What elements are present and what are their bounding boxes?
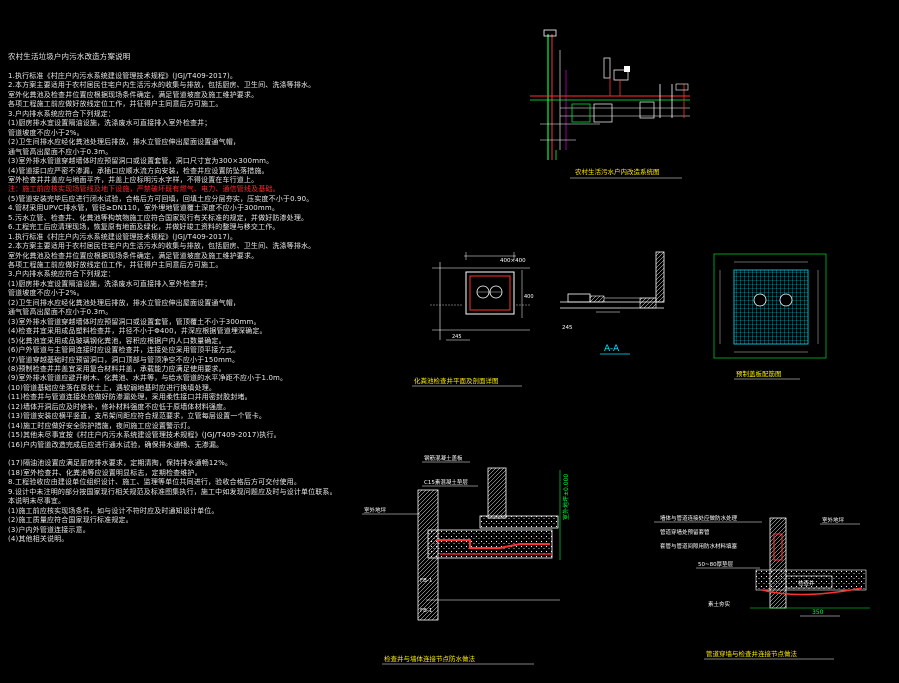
pipe-label-bottom: 素土夯实: [708, 600, 731, 608]
notes-title: 农村生活垃圾户内污水改造方案说明: [8, 52, 131, 61]
isometric-system-diagram: 农村生活污水户内改造系统图: [530, 29, 690, 179]
note-line: (5)管道安装完毕后应进行闭水试验，合格后方可回填，回填土应分层夯实，压实度不小…: [8, 194, 314, 203]
note-line: (9)室外排水管道应避开树木、化粪池、水井等，与给水管道的水平净距不应小于1.0…: [8, 374, 288, 383]
section-a-a-dim: 245: [562, 325, 573, 331]
note-line: 通气管高出屋面不应小于0.3m。: [8, 147, 113, 156]
note-line: 5.污水立管、检查井、化粪池等构筑物施工应符合国家现行有关标准的规定，并做好防渗…: [8, 213, 309, 222]
note-line: (2)施工质量应符合国家现行标准规定。: [8, 516, 133, 525]
note-line: 6.工程完工后应清理现场，恢复原有地面及绿化，并做好竣工资料的整理与移交工作。: [8, 223, 280, 232]
manhole-caption: 化粪池检查井平面及剖面详图: [414, 376, 499, 385]
wall-leader-2: C15素混凝土垫层: [424, 478, 468, 486]
note-line: (1)厨房排水宜设置隔油设施，洗涤废水可直接排入室外检查井；: [8, 279, 212, 288]
note-line: 3.户内排水系统应符合下列规定：: [8, 270, 116, 279]
wall-waterproof-detail: 室外地坪±0.000 钢筋混凝土盖板 C15素混凝土垫层 室外地坪 FB-1 F…: [362, 454, 570, 665]
grate-mesh-plan: 预制盖板配筋图: [713, 253, 827, 380]
pipe-caption: 管道穿墙与检查井连接节点做法: [706, 649, 798, 658]
note-line: (10)管道基础应坐落在原状土上，遇软弱地基时应进行换填处理。: [8, 383, 217, 392]
note-line: 4.管材采用UPVC排水管，管径≥DN110，室外埋地管道覆土深度不应小于300…: [8, 204, 279, 213]
section-a-a-title: A-A: [604, 344, 620, 354]
wall-leader-4: FB-1: [420, 578, 432, 584]
wall-vertical-label: 室外地坪±0.000: [562, 474, 570, 520]
note-line: 室外检查井井盖应与地面平齐，井盖上应标明污水字样，不得设置在车行道上。: [8, 175, 259, 184]
note-line: 3.户内排水系统应符合下列规定：: [8, 109, 116, 118]
note-line: (12)墙体开洞后应及时修补，修补材料强度不应低于原墙体材料强度。: [8, 402, 231, 411]
note-line: (4)检查井宜采用成品塑料检查井，井径不小于Φ400，井深应根据管道埋深确定。: [8, 327, 267, 336]
note-line: 1.执行标准《村庄户内污水系统建设管理技术规程》(JGJ/T409-2017)。: [8, 72, 238, 80]
pipe-label-floor: 50~80厚垫层: [698, 560, 734, 568]
note-line: (18)室外检查井、化粪池等应设置明显标志，定期检查维护。: [8, 468, 202, 477]
pipe-leader-2: 管道穿墙处预留套管: [660, 528, 710, 536]
note-line: 各项工程施工前应做好放线定位工作，并征得户主同意后方可施工。: [8, 261, 223, 269]
note-line: 室外化粪池及检查井位置应根据现场条件确定，满足管道坡度及施工维护要求。: [8, 251, 259, 260]
note-line: (8)预制检查井井盖宜采用复合材料井盖，承载能力应满足使用要求。: [8, 364, 226, 373]
note-line: (13)管道安装应横平竖直，支吊架间距应符合规范要求，立管每层设置一个管卡。: [8, 412, 267, 421]
note-line: 室外化粪池及检查井位置应根据现场条件确定，满足管道坡度及施工维护要求。: [8, 90, 259, 99]
note-line: 2.本方案主要适用于农村居民住宅户内生活污水的收集与排放，包括厨房、卫生间、洗涤…: [8, 81, 316, 90]
manhole-dim-bottom: 245: [452, 334, 462, 340]
manhole-plan-detail: 400×400 400 245 化粪池检查井平面及剖面详图: [412, 252, 534, 387]
pipe-label-pit: 检查井: [798, 579, 815, 587]
note-line: (3)室外排水管道穿越墙体时应预留洞口或设置套管，管顶覆土不小于300mm。: [8, 317, 261, 326]
note-line: 注：施工前应核实现场管线及地下设施，严禁破坏既有燃气、电力、通信管线及基础。: [8, 185, 280, 194]
note-line: (6)户外管道与主管网连接时应设置检查井，连接处应采用管顶平接方式。: [8, 346, 241, 355]
grate-caption: 预制盖板配筋图: [736, 369, 782, 378]
isometric-caption: 农村生活污水户内改造系统图: [575, 167, 660, 176]
note-line: 1.执行标准《村庄户内污水系统建设管理技术规程》(JGJ/T409-2017)。: [8, 232, 238, 241]
manhole-dim-top: 400×400: [500, 258, 526, 264]
note-line: (3)户内外管道连接示意。: [8, 525, 90, 534]
note-line: 通气管高出屋面不应小于0.3m。: [8, 308, 113, 317]
note-line: (2)卫生间排水应经化粪池处理后排放，排水立管应伸出屋面设置通气帽，: [8, 138, 241, 147]
design-notes: 农村生活垃圾户内污水改造方案说明 1.执行标准《村庄户内污水系统建设管理技术规程…: [0, 0, 340, 683]
note-line: (14)施工时应做好安全防护措施，夜间施工应设置警示灯。: [8, 421, 195, 430]
note-line: (1)施工前应核实现场条件，如与设计不符时应及时通知设计单位。: [8, 506, 219, 515]
note-line: (4)管道接口应严密不渗漏，承插口应顺水流方向安装，检查井应设置防坠落措施。: [8, 166, 269, 175]
note-line: 9.设计中未注明的部分按国家现行相关规范及标准图集执行，施工中如发现问题应及时与…: [8, 487, 337, 496]
note-line: (5)化粪池宜采用成品玻璃钢化粪池，容积应根据户内人口数量确定。: [8, 336, 226, 345]
note-line: 本说明未尽事宜。: [8, 497, 66, 506]
pipe-wall-detail: 350 墙体与管道连接处应做防水处理 管道穿墙处预留套管 套管与管道间隙用防水材…: [654, 514, 870, 660]
note-line: 管道坡度不应小于2%。: [8, 128, 84, 137]
pipe-leader-1: 墙体与管道连接处应做防水处理: [660, 514, 738, 522]
note-line: (11)检查井与管道连接处应做好防渗漏处理，采用柔性接口并用密封胶封堵。: [8, 393, 252, 402]
manhole-dim-side: 400: [524, 294, 534, 300]
wall-leader-1: 钢筋混凝土盖板: [424, 454, 463, 462]
pipe-dim: 350: [812, 609, 824, 616]
section-a-a: 245 A-A: [560, 251, 665, 355]
note-line: (15)其他未尽事宜按《村庄户内污水系统建设管理技术规程》(JGJ/T409-2…: [8, 431, 281, 440]
note-line: 管道坡度不应小于2%。: [8, 289, 84, 298]
note-line: (2)卫生间排水应经化粪池处理后排放，排水立管应伸出屋面设置通气帽，: [8, 298, 241, 307]
wall-leader-5: FB-1: [420, 608, 432, 614]
note-line: (17)隔油池设置应满足厨房排水要求，定期清掏，保持排水通畅12%。: [8, 459, 233, 468]
note-line: (3)室外排水管道穿越墙体时应预留洞口或设置套管，洞口尺寸宜为300×300mm…: [8, 157, 274, 166]
note-line: (4)其他相关说明。: [8, 535, 69, 544]
pipe-label-right: 室外地坪: [822, 516, 845, 524]
pipe-leader-3: 套管与管道间隙用防水材料填塞: [660, 542, 738, 550]
note-line: 8.工程验收应由建设单位组织设计、施工、监理等单位共同进行，验收合格后方可交付使…: [8, 478, 301, 487]
wall-leader-3: 室外地坪: [364, 506, 387, 514]
note-line: (7)管道穿越基础时应预留洞口，洞口顶部与管顶净空不应小于150mm。: [8, 355, 240, 364]
note-line: 2.本方案主要适用于农村居民住宅户内生活污水的收集与排放，包括厨房、卫生间、洗涤…: [8, 242, 316, 251]
note-line: (1)厨房排水宜设置隔油设施，洗涤废水可直接排入室外检查井；: [8, 119, 212, 128]
note-line: 各项工程施工前应做好放线定位工作，并征得户主同意后方可施工。: [8, 100, 223, 109]
note-line: (16)户内管道改造完成后应进行通水试验，确保排水通畅、无渗漏。: [8, 440, 224, 449]
wall-caption: 检查井与墙体连接节点防水做法: [384, 654, 476, 663]
